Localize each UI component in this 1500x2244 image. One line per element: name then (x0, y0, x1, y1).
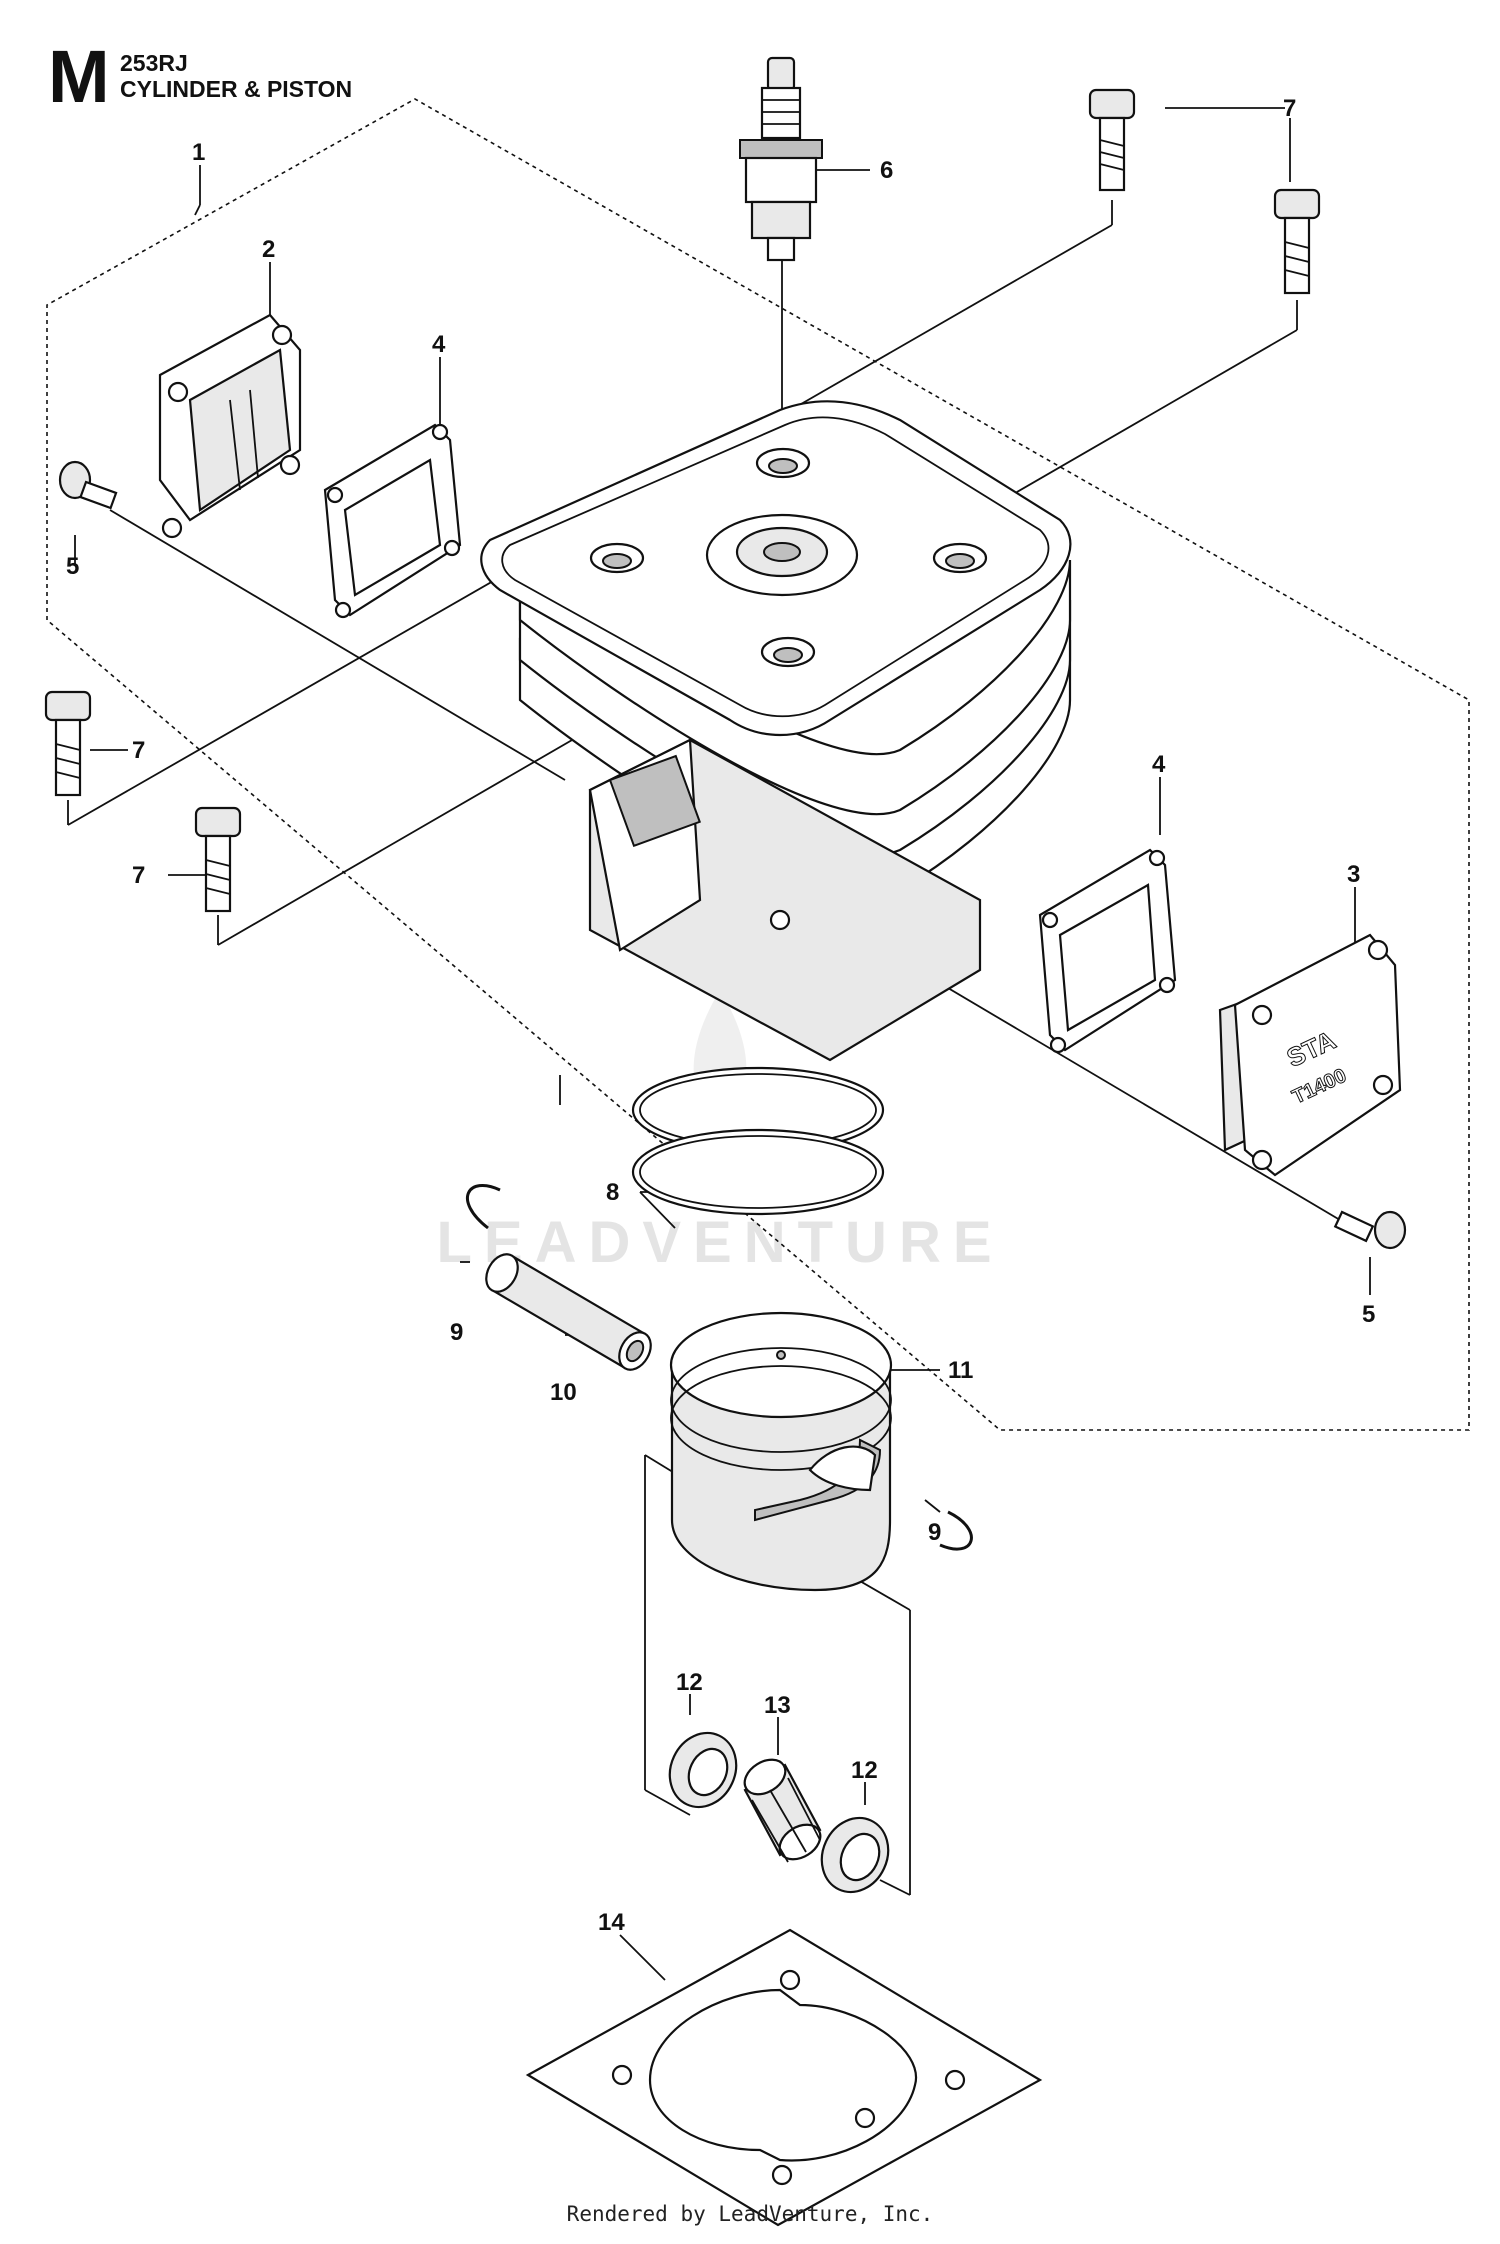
callout-12-right: 12 (851, 1757, 878, 1784)
needle-bearing (743, 1758, 822, 1863)
piston-rings (631, 1066, 885, 1216)
spark-plug (739, 56, 823, 262)
screw-left (58, 460, 118, 510)
callout-13: 13 (764, 1692, 791, 1719)
gasket-intake (323, 423, 462, 619)
bolt-top-1 (1088, 88, 1136, 192)
cylinder-base-gasket (525, 1928, 1043, 2227)
section-letter: M (48, 35, 110, 118)
callout-7-top: 7 (1283, 95, 1296, 122)
cylinder (480, 400, 1072, 1062)
callout-12-left: 12 (676, 1669, 703, 1696)
circlip-left (466, 1184, 501, 1230)
thrust-washer-left (668, 1731, 738, 1809)
callout-5-right: 5 (1362, 1301, 1375, 1328)
diagram-title: CYLINDER & PISTON (120, 76, 353, 102)
thrust-washer-right (820, 1816, 890, 1894)
callout-2: 2 (262, 236, 275, 263)
piston-pin (485, 1253, 652, 1371)
cylinder-assembly-boundary (46, 98, 1470, 1431)
callout-10: 10 (550, 1379, 577, 1406)
screw-right (1333, 1210, 1407, 1250)
intake-cover (158, 313, 302, 539)
callout-9-left: 9 (450, 1319, 463, 1346)
callout-14: 14 (598, 1909, 625, 1936)
callout-7-left-2: 7 (132, 862, 145, 889)
callout-7-left-1: 7 (132, 737, 145, 764)
callout-9-right: 9 (928, 1519, 941, 1546)
piston (669, 1311, 893, 1592)
callout-3: 3 (1347, 861, 1360, 888)
exhaust-cover: STA T1400 (1218, 933, 1402, 1177)
gasket-exhaust (1038, 848, 1177, 1054)
bolt-left-1 (44, 690, 92, 797)
callout-11: 11 (948, 1357, 973, 1384)
bolt-left-2 (194, 806, 242, 913)
callout-4-intake: 4 (432, 331, 446, 358)
model-number: 253RJ (120, 50, 188, 76)
callout-1: 1 (192, 139, 205, 166)
callout-6: 6 (880, 157, 893, 184)
callout-8: 8 (606, 1179, 619, 1206)
bolt-top-2 (1273, 188, 1321, 295)
callout-5-left: 5 (66, 553, 79, 580)
footer-credit: Rendered by LeadVenture, Inc. (566, 2202, 934, 2226)
circlip-right (939, 1510, 973, 1551)
watermark-text: LEADVENTURE (436, 1210, 1003, 1275)
callout-4-exhaust: 4 (1152, 751, 1166, 778)
